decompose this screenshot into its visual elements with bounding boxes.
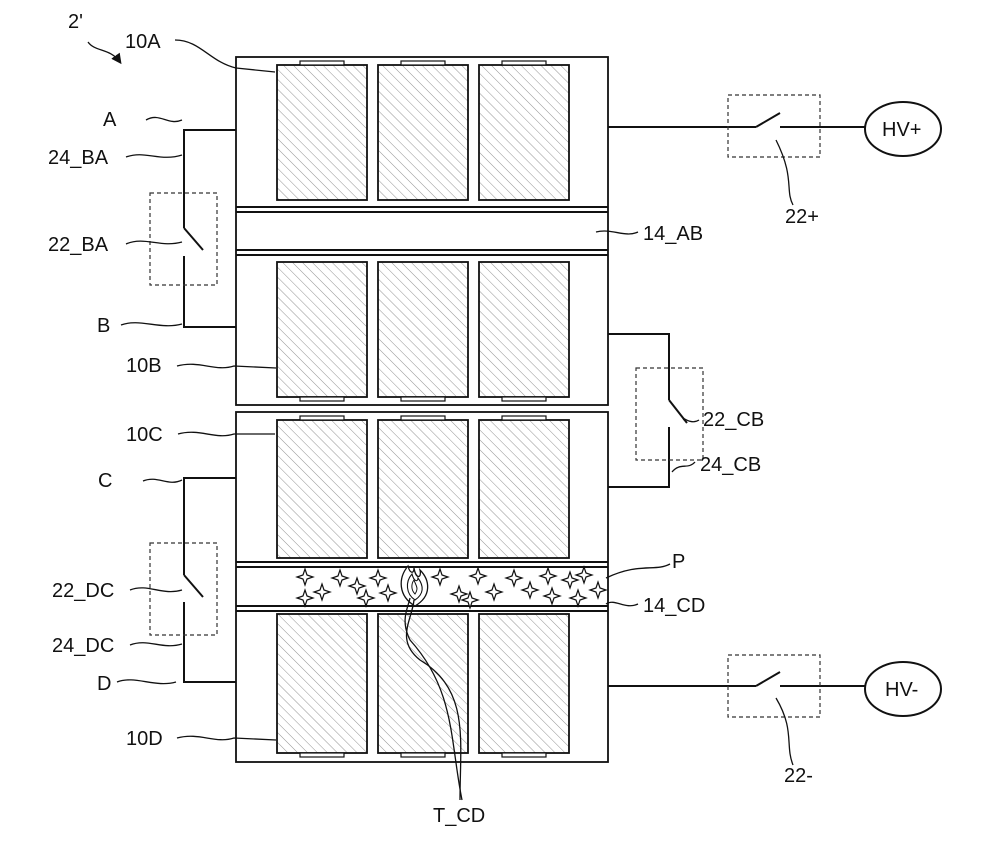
thermal-event-label: T_CD: [433, 805, 485, 827]
hv-minus-label: HV-: [885, 679, 918, 701]
module-10A-cells: [277, 61, 569, 200]
module-10B-label: 10B: [126, 355, 162, 377]
module-10C-cells: [277, 416, 569, 558]
switch-22-plus-label: 22+: [785, 206, 819, 228]
switch-22-BA-circuit: [150, 130, 236, 327]
figure-ref-label: 2': [68, 11, 83, 33]
module-10B-cells: [277, 262, 569, 401]
switch-22-BA-label: 22_BA: [48, 234, 109, 256]
hv-plus-label: HV+: [882, 119, 921, 141]
channel-14-AB-label: 14_AB: [643, 223, 703, 245]
switch-22-CB-circuit: [608, 334, 703, 487]
terminal-A-label: A: [103, 109, 117, 131]
terminal-B-label: B: [97, 315, 110, 337]
busbar-24-DC-label: 24_DC: [52, 635, 114, 657]
switch-22-DC-circuit: [150, 478, 236, 682]
channel-14-CD-label: 14_CD: [643, 595, 705, 617]
terminal-C-label: C: [98, 470, 112, 492]
module-10A-label: 10A: [125, 31, 161, 53]
busbar-24-CB-label: 24_CB: [700, 454, 761, 476]
switch-22-DC-label: 22_DC: [52, 580, 114, 602]
particles-P-label: P: [672, 551, 685, 573]
module-10C-label: 10C: [126, 424, 163, 446]
module-10D-cells: [277, 614, 569, 757]
switch-22-minus-label: 22-: [784, 765, 813, 787]
switch-22-CB-label: 22_CB: [703, 409, 764, 431]
busbar-24-BA-label: 24_BA: [48, 147, 109, 169]
terminal-D-label: D: [97, 673, 111, 695]
module-10D-label: 10D: [126, 728, 163, 750]
